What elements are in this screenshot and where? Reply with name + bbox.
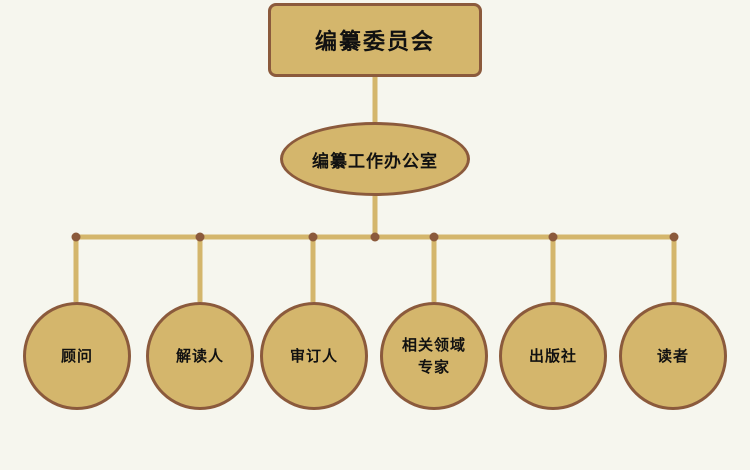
interpreter-node: 解读人 (146, 302, 254, 410)
publisher-label: 出版社 (528, 347, 577, 365)
readers-node: 读者 (619, 302, 727, 410)
editorial-office-node: 编纂工作办公室 (280, 122, 470, 196)
junction-dot-experts (429, 232, 439, 242)
junction-dot-center (370, 232, 380, 242)
readers-label: 读者 (656, 347, 689, 365)
editorial-committee-node: 编纂委员会 (268, 3, 482, 77)
reviewer-node: 审订人 (260, 302, 368, 410)
junction-dot-reviewer (308, 232, 318, 242)
editorial-committee-label: 编纂委员会 (314, 30, 435, 55)
advisor-label: 顾问 (60, 347, 93, 365)
junction-dot-readers (669, 232, 679, 242)
interpreter-label: 解读人 (175, 347, 224, 365)
domain-experts-node: 相关领域专家 (380, 302, 488, 410)
junction-dot-publisher (548, 232, 558, 242)
junction-dot-interpreter (195, 232, 205, 242)
publisher-node: 出版社 (499, 302, 607, 410)
domain-experts-label: 相关领域专家 (401, 336, 466, 376)
advisor-node: 顾问 (23, 302, 131, 410)
editorial-office-label: 编纂工作办公室 (312, 151, 438, 172)
junction-dot-advisor (71, 232, 81, 242)
reviewer-label: 审订人 (289, 347, 338, 365)
